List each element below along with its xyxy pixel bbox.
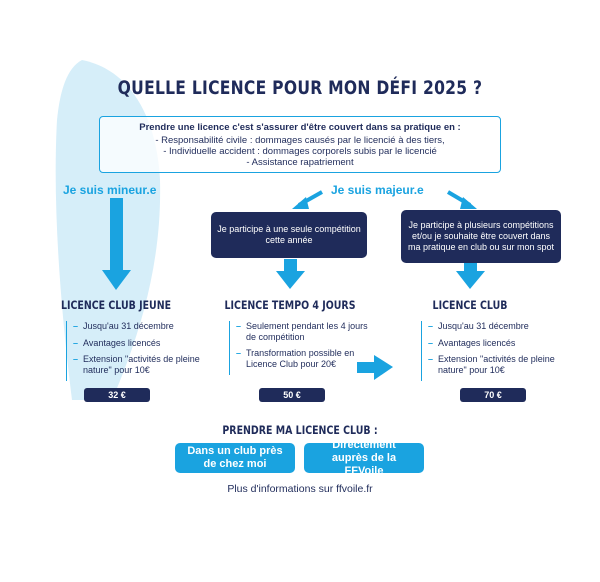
intro-line: - Individuelle accident : dommages corpo…	[163, 146, 437, 157]
arrow-single-down-head	[276, 271, 305, 289]
licence-features-tempo: Seulement pendant les 4 jours de compéti…	[229, 321, 368, 375]
path-major-label: Je suis majeur.e	[331, 183, 424, 197]
intro-line: - Responsabilité civile : dommages causé…	[155, 135, 445, 146]
choice-single-competition: Je participe à une seule compétition cet…	[211, 212, 367, 258]
arrow-single-down	[284, 259, 297, 273]
arrow-multi-down	[464, 263, 477, 273]
cta-ffvoile-button[interactable]: Directement auprès de la FFVoile	[304, 439, 424, 477]
licence-name: LICENCE CLUB JEUNE	[60, 298, 172, 312]
feature-item: Transformation possible en Licence Club …	[236, 348, 368, 369]
cta-title: PRENDRE MA LICENCE CLUB :	[222, 423, 378, 437]
more-info-link[interactable]: Plus d'informations sur ffvoile.fr	[227, 483, 373, 495]
licence-name: LICENCE TEMPO 4 JOURS	[224, 298, 356, 312]
arrow-to-single-head	[292, 197, 309, 209]
feature-item: Avantages licencés	[428, 338, 560, 349]
licence-name: LICENCE CLUB	[432, 298, 508, 312]
intro-box: Prendre une licence c'est s'assurer d'êt…	[99, 116, 501, 173]
intro-line: - Assistance rapatriement	[246, 157, 354, 168]
licence-features-jeune: Jusqu'au 31 décembre Avantages licencés …	[66, 321, 201, 381]
licence-features-club: Jusqu'au 31 décembre Avantages licencés …	[421, 321, 560, 381]
intro-heading: Prendre une licence c'est s'assurer d'êt…	[139, 122, 461, 133]
feature-item: Jusqu'au 31 décembre	[73, 321, 201, 332]
arrow-to-multi-head	[460, 197, 477, 209]
feature-item: Avantages licencés	[73, 338, 201, 349]
arrow-minor	[110, 198, 123, 272]
cta-club-button[interactable]: Dans un club près de chez moi	[175, 443, 295, 473]
arrow-multi-down-head	[456, 271, 485, 289]
page-title: QUELLE LICENCE POUR MON DÉFI 2025 ?	[117, 77, 483, 99]
price-badge: 50 €	[259, 388, 325, 402]
feature-item: Extension "activités de pleine nature" p…	[73, 354, 201, 375]
feature-item: Jusqu'au 31 décembre	[428, 321, 560, 332]
path-minor-label: Je suis mineur.e	[63, 183, 157, 197]
feature-item: Extension "activités de pleine nature" p…	[428, 354, 560, 375]
price-badge: 32 €	[84, 388, 150, 402]
arrow-tempo-to-club-head	[374, 355, 393, 380]
arrow-minor-head	[102, 270, 131, 290]
choice-multi-competition: Je participe à plusieurs compétitions et…	[401, 210, 561, 263]
feature-item: Seulement pendant les 4 jours de compéti…	[236, 321, 368, 342]
price-badge: 70 €	[460, 388, 526, 402]
